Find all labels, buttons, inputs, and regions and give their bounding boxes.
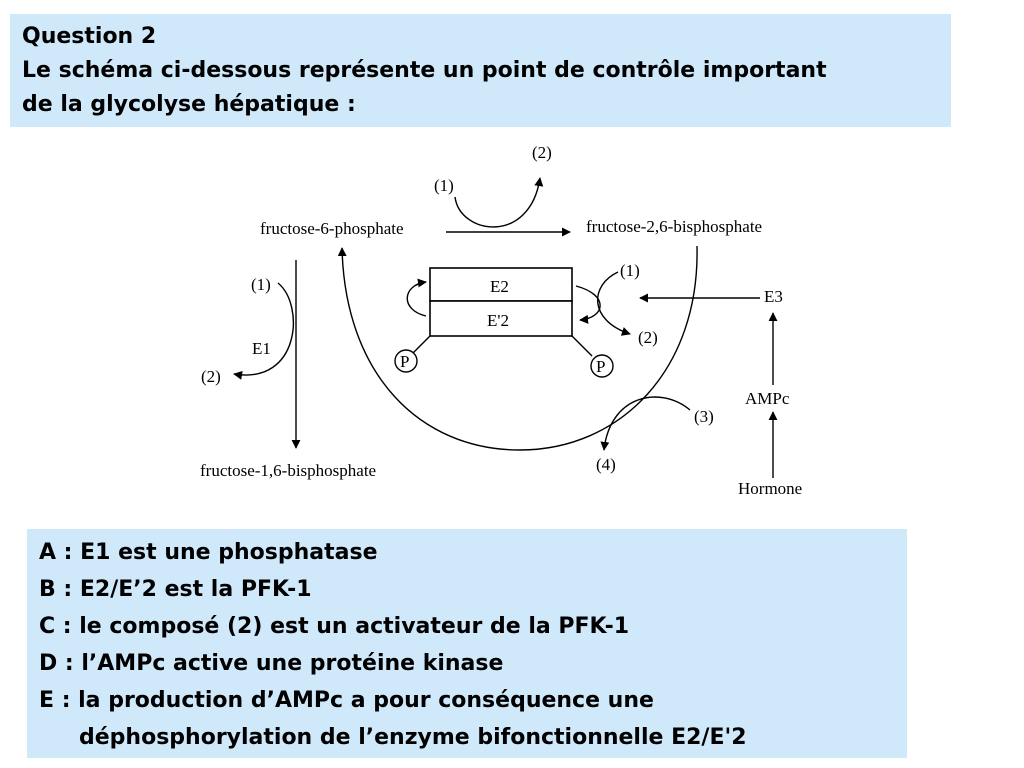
label-e3: E3 <box>764 287 783 306</box>
label-e1: E1 <box>252 339 271 358</box>
label-num-2-left: (2) <box>201 367 221 386</box>
question-title: Question 2 <box>22 24 157 49</box>
label-num-1-top: (1) <box>434 176 454 195</box>
label-phosphate-left: P <box>400 352 409 371</box>
question-line-1: Le schéma ci-dessous représente un point… <box>22 58 827 83</box>
bond-p-right <box>571 335 593 357</box>
question-line-2: de la glycolyse hépatique : <box>22 92 356 117</box>
answers-box: A : E1 est une phosphatase B : E2/E’2 es… <box>27 529 907 758</box>
answer-a: A : E1 est une phosphatase <box>39 540 378 565</box>
label-ampc: AMPc <box>745 389 790 408</box>
label-fructose-1-6-bisphosphate: fructose-1,6-bisphosphate <box>200 461 376 480</box>
label-num-1-left: (1) <box>251 275 271 294</box>
label-e2-prime: E'2 <box>487 311 509 330</box>
label-num-4: (4) <box>596 455 616 474</box>
label-num-1-right: (1) <box>620 261 640 280</box>
arrow-cofactor-top <box>454 177 544 228</box>
answer-d: D : l’AMPc active une protéine kinase <box>39 651 504 676</box>
phosphate-left-circle <box>394 349 418 373</box>
label-num-3: (3) <box>694 407 714 426</box>
question-box: Question 2 Le schéma ci-dessous représen… <box>10 14 951 127</box>
arrow-3-to-4 <box>600 396 691 451</box>
phosphate-right-circle <box>590 354 614 378</box>
label-hormone: Hormone <box>738 479 802 498</box>
label-e2: E2 <box>490 277 509 296</box>
answer-c: C : le composé (2) est un activateur de … <box>39 614 630 639</box>
arrow-f26bp-to-f6p-cycle <box>337 245 698 451</box>
answer-e: E : la production d’AMPc a pour conséque… <box>39 688 654 713</box>
bond-p-left <box>412 335 431 354</box>
enzyme-box-e2 <box>429 267 573 302</box>
label-fructose-2-6-bisphosphate: fructose-2,6-bisphosphate <box>586 217 762 236</box>
arrow-box-loop-left <box>406 278 427 317</box>
label-fructose-6-phosphate: fructose-6-phosphate <box>260 219 404 238</box>
enzyme-box-e2-prime <box>429 300 573 337</box>
glycolysis-diagram: fructose-6-phosphate fructose-2,6-bispho… <box>200 143 802 498</box>
label-phosphate-right: P <box>596 357 605 376</box>
answer-e-continued: déphosphorylation de l’enzyme bifonction… <box>79 725 747 750</box>
label-num-2-top: (2) <box>532 143 552 162</box>
arrow-cofactor-right <box>596 271 631 336</box>
label-num-2-right: (2) <box>638 328 658 347</box>
arrow-box-loop-right <box>575 285 601 324</box>
arrow-cofactor-left <box>233 282 295 380</box>
answer-b: B : E2/E’2 est la PFK-1 <box>39 577 312 602</box>
